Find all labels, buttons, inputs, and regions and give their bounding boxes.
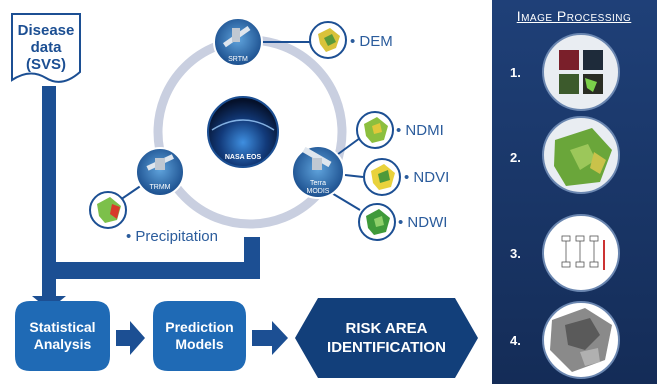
risk-line-2: IDENTIFICATION [327, 339, 446, 356]
terra-label-line-1: Terra [310, 180, 326, 187]
statistical-line-1: Statistical [29, 319, 96, 335]
trmm-label: TRMM [145, 184, 175, 192]
step-2-number: 2. [510, 150, 521, 165]
step-1-number: 1. [510, 65, 521, 80]
trmm-label-line-1: TRMM [149, 184, 171, 191]
flow-connector-arrow [32, 86, 260, 310]
connector-terra-ndvi [344, 174, 364, 178]
statistical-analysis-label: Statistical Analysis [15, 301, 110, 371]
terra-label-line-2: MODIS [306, 188, 330, 195]
step-1-image-circle [542, 33, 620, 111]
statistical-line-2: Analysis [33, 336, 92, 352]
ndvi-map-icon [363, 158, 401, 196]
step-4-image-circle [542, 301, 620, 379]
disease-data-line-2: data [30, 39, 62, 56]
flow-arrow-1 [116, 321, 145, 355]
risk-area-label: RISK AREA IDENTIFICATION [305, 298, 468, 378]
statistical-analysis-box [15, 301, 110, 371]
ndmi-map-icon [356, 111, 394, 149]
flow-arrow-2 [252, 321, 288, 355]
connector-terra-ndwi [329, 191, 361, 211]
ndwi-label: • NDWI [398, 214, 448, 231]
step-4-number: 4. [510, 333, 521, 348]
ndwi-map-icon [358, 203, 396, 241]
earth-horizon-glow [211, 119, 275, 131]
disease-data-line-1: Disease [17, 22, 75, 39]
risk-area-box [295, 298, 478, 378]
step-3-number: 3. [510, 246, 521, 261]
step-3-image-circle [542, 214, 620, 292]
precipitation-map-icon [89, 191, 127, 229]
connector-trmm-precip [119, 184, 143, 201]
dem-map-icon [309, 21, 347, 59]
disease-data-label: Disease data (SVS) [14, 22, 78, 73]
nasa-eos-label: NASA EOS [224, 154, 262, 161]
disease-data-box [11, 13, 81, 83]
trmm-satellite-icon [135, 147, 185, 197]
image-processing-title: Image Processing [516, 8, 632, 24]
ndmi-label: • NDMI [396, 122, 444, 139]
step-2-image-circle [542, 116, 620, 194]
prediction-line-2: Models [175, 336, 224, 352]
precipitation-label: • Precipitation [126, 228, 218, 245]
srtm-satellite-icon [213, 17, 263, 67]
terra-modis-satellite-icon [291, 145, 345, 199]
disease-data-line-3: (SVS) [25, 56, 66, 73]
prediction-models-label: Prediction Models [153, 301, 246, 371]
nasa-eos-earth-icon [207, 96, 279, 168]
ndvi-label: • NDVI [404, 169, 450, 186]
dem-label: • DEM [350, 33, 393, 50]
risk-line-1: RISK AREA [345, 320, 428, 337]
srtm-label-line-1: SRTM [228, 56, 248, 63]
prediction-line-1: Prediction [165, 319, 234, 335]
prediction-models-box [153, 301, 246, 371]
srtm-label: SRTM [223, 56, 253, 64]
terra-modis-label: Terra MODIS [300, 180, 336, 196]
